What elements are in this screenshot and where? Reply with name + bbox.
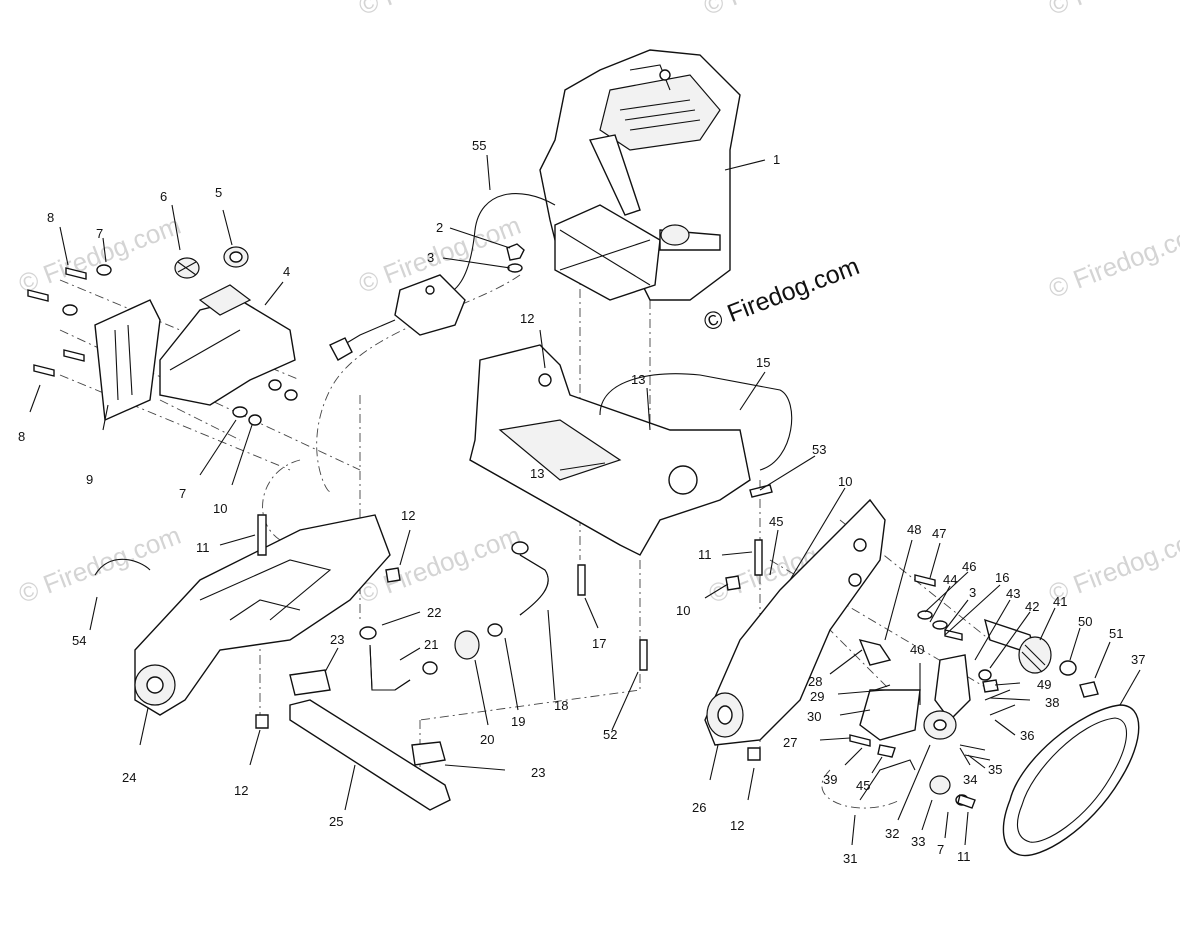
callout-3: 3 [969,585,976,600]
callout-15: 15 [756,355,770,370]
callout-4: 4 [283,264,290,279]
callout-50: 50 [1078,614,1092,629]
callout-10: 10 [213,501,227,516]
callout-46: 46 [962,559,976,574]
left-frame-plate [134,514,391,716]
callout-42: 42 [1025,599,1039,614]
callout-19: 19 [511,714,525,729]
fuel-cap [223,246,249,268]
fuel-strainer [174,257,200,279]
callout-12: 12 [234,783,248,798]
callout-12: 12 [730,818,744,833]
callout-2: 2 [436,220,443,235]
callout-3: 3 [427,250,434,265]
callout-8: 8 [18,429,25,444]
cross-bar [289,669,451,811]
callout-38: 38 [1045,695,1059,710]
hardware-nut-washer [506,243,525,273]
fuel-tank [159,284,296,406]
callout-12: 12 [401,508,415,523]
callout-21: 21 [424,637,438,652]
callout-45: 45 [769,514,783,529]
callout-30: 30 [807,709,821,724]
callout-52: 52 [603,727,617,742]
callout-5: 5 [215,185,222,200]
callout-1: 1 [773,152,780,167]
callout-39: 39 [823,772,837,787]
callout-34: 34 [963,772,977,787]
vertical-bolts [255,514,763,761]
callout-44: 44 [943,572,957,587]
screws-left [27,264,298,426]
callout-24: 24 [122,770,136,785]
right-frame-plate [704,498,886,746]
callout-37: 37 [1131,652,1145,667]
callout-48: 48 [907,522,921,537]
callout-7: 7 [937,842,944,857]
callout-13: 13 [631,372,645,387]
callout-49: 49 [1037,677,1051,692]
callout-35: 35 [988,762,1002,777]
callout-13: 13 [530,466,544,481]
callout-41: 41 [1053,594,1067,609]
callout-11: 11 [698,547,712,562]
callout-18: 18 [554,698,568,713]
drive-belt [1002,704,1140,857]
callout-11: 11 [957,849,971,864]
callout-6: 6 [160,189,167,204]
callout-28: 28 [808,674,822,689]
callout-36: 36 [1020,728,1034,743]
electric-starter-cord [329,193,556,361]
callout-55: 55 [472,138,486,153]
callout-12: 12 [520,311,534,326]
callout-47: 47 [932,526,946,541]
leader-lines [29,154,1141,846]
callout-9: 9 [86,472,93,487]
engine [539,49,741,301]
callout-labels: 1 55 2 3 6 5 8 7 4 8 9 7 10 12 15 13 13 … [18,138,1145,866]
callout-16: 16 [995,570,1009,585]
callout-10: 10 [676,603,690,618]
fuel-hoses [359,541,549,691]
callout-23: 23 [330,632,344,647]
callout-29: 29 [810,689,824,704]
callout-51: 51 [1109,626,1123,641]
callout-53: 53 [812,442,826,457]
cable-clamp [94,558,151,576]
callout-20: 20 [480,732,494,747]
callout-17: 17 [592,636,606,651]
callout-32: 32 [885,826,899,841]
callout-27: 27 [783,735,797,750]
callout-26: 26 [692,800,706,815]
callout-8: 8 [47,210,54,225]
callout-22: 22 [427,605,441,620]
callout-31: 31 [843,851,857,866]
callout-7: 7 [96,226,103,241]
callout-54: 54 [72,633,86,648]
callout-43: 43 [1006,586,1020,601]
callout-10: 10 [838,474,852,489]
callout-7: 7 [179,486,186,501]
callout-33: 33 [911,834,925,849]
callout-45: 45 [856,778,870,793]
callout-40: 40 [910,642,924,657]
tank-bracket [94,299,161,422]
callout-11: 11 [196,540,210,555]
callout-25: 25 [329,814,343,829]
callout-23: 23 [531,765,545,780]
small-hardware-right [849,684,976,809]
drive-pulley [914,574,1099,698]
